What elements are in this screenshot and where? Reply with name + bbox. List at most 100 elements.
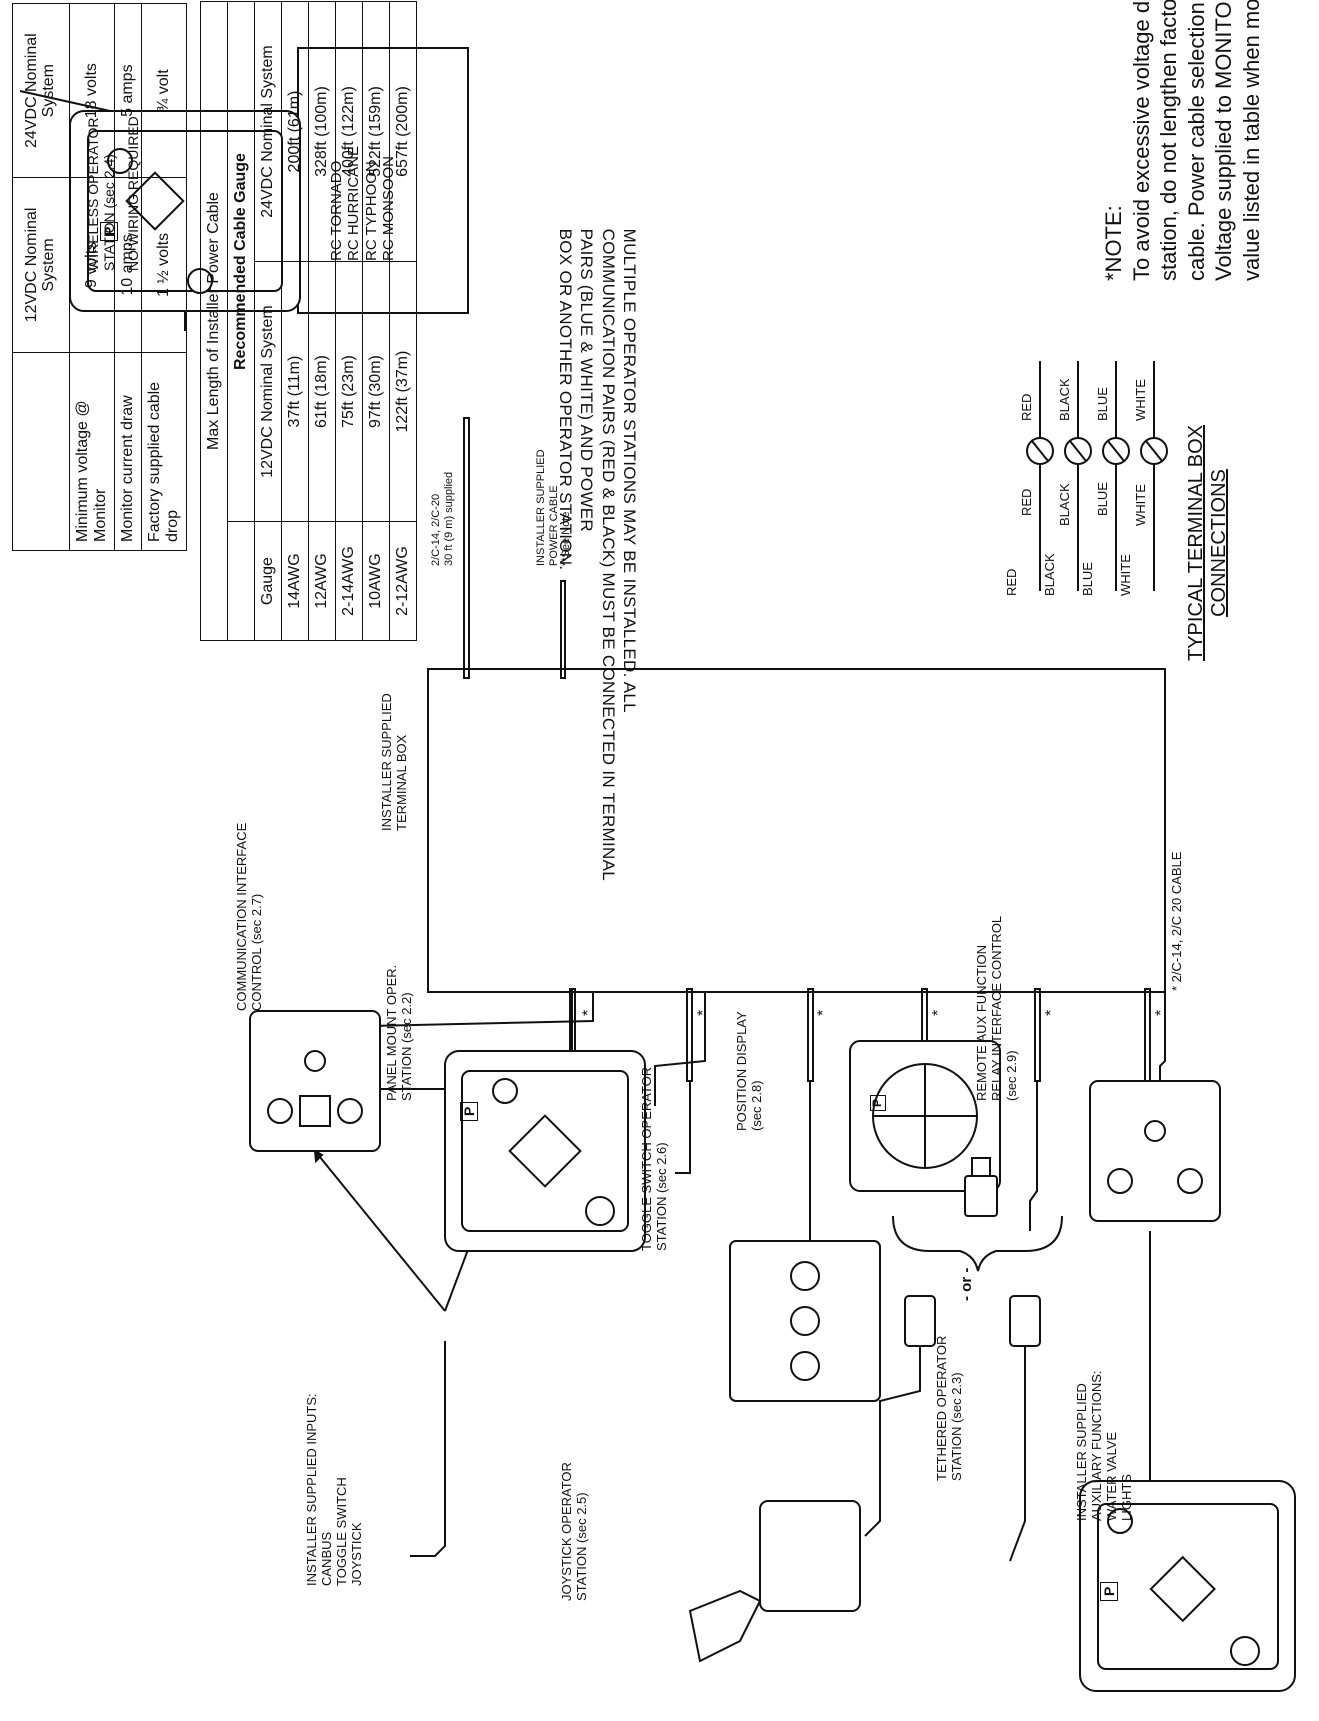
terminal-conn-left-black: BLACK: [1042, 553, 1057, 596]
asterisk-mark: *: [1043, 1009, 1060, 1016]
label-line: PANEL MOUNT OPER.: [384, 964, 399, 1101]
label-line: POSITION DISPLAY: [734, 1011, 749, 1131]
label-line: RELAY INTERFACE CONTROL: [988, 915, 1004, 1101]
terminal-conn-mid-blue: BLUE: [1095, 482, 1110, 516]
device-p-badge: P: [870, 1094, 886, 1111]
cable-cell: 97ft (30m): [362, 261, 390, 522]
terminal-conn-mid-black: BLACK: [1057, 483, 1072, 526]
label-line: STATION (sec 2.2): [398, 992, 414, 1101]
voltage-row-label: Factory supplied cable drop: [141, 352, 187, 551]
note-block: *NOTE: To avoid excessive voltage drop a…: [1100, 0, 1265, 281]
label-line: TOGGLE SWITCH: [333, 1477, 349, 1586]
cable-label-line: 30 ft (9 m) supplied: [442, 471, 455, 566]
note-line: cable. Power cable selection is critical…: [1183, 0, 1209, 281]
remote-aux-device: [1089, 1080, 1221, 1222]
cable-cell: 200ft (61m): [281, 1, 309, 262]
cable-header-24v: 24VDC Nominal System: [254, 1, 282, 262]
cable-cell: 37ft (11m): [281, 261, 309, 522]
remote-aux-label: REMOTE AUX FUNCTION RELAY INTERFACE CONT…: [974, 915, 1020, 1101]
device-p-badge: P: [100, 221, 119, 241]
label-line: JOYSTICK: [348, 1522, 364, 1586]
voltage-cell: 1 ½ volts: [141, 177, 187, 353]
terminal-conn-right-blue: BLUE: [1095, 387, 1110, 421]
cable-cell: 2-12AWG: [389, 521, 417, 641]
terminal-conn-right-white: WHITE: [1133, 379, 1148, 421]
voltage-cell: ¾ volt: [141, 3, 187, 178]
panel-mount-label: PANEL MOUNT OPER. STATION (sec 2.2): [384, 964, 415, 1101]
comm-interface-device: [249, 1010, 381, 1152]
wireless-station-device: [19, 90, 301, 331]
label-line: STATION (sec 2.5): [573, 1492, 589, 1601]
cable-header-gauge: Gauge: [254, 521, 282, 641]
cable-cell: 400ft (122m): [335, 1, 363, 262]
title-line: CONNECTIONS: [1208, 469, 1230, 617]
cable-cell: 122ft (37m): [389, 261, 417, 522]
terminal-label-line: INSTALLER SUPPLIED: [379, 693, 394, 831]
connector-plug: [964, 1157, 998, 1217]
label-line: COMMUNICATION INTERFACE: [234, 822, 249, 1011]
cable-label-line: INSTALLER SUPPLIED: [535, 449, 547, 566]
label-line: TETHERED OPERATOR: [934, 1335, 949, 1481]
voltage-table: 12VDC Nominal System 24VDC Nominal Syste…: [12, 3, 187, 551]
label-line: STATION (sec 2.3): [948, 1372, 964, 1481]
cable-table: Max Length of Installer Power Cable Reco…: [200, 1, 417, 641]
label-line: STATION (sec 2.4): [101, 154, 118, 271]
tethered-label: TETHERED OPERATOR STATION (sec 2.3): [934, 1335, 965, 1481]
label-line: JOYSTICK OPERATOR: [559, 1462, 574, 1601]
cable-table-subtitle: Recommended Cable Gauge: [227, 1, 255, 522]
cable-cell: 657ft (200m): [389, 1, 417, 262]
terminal-conn-right-red: RED: [1019, 393, 1034, 421]
cable-blank: [227, 521, 255, 641]
label-line: (sec 2.8): [748, 1080, 764, 1131]
terminal-warning: MULTIPLE OPERATOR STATIONS MAY BE INSTAL…: [555, 229, 640, 881]
terminal-conn-mid-white: WHITE: [1133, 484, 1148, 526]
wireless-station-label: WIRELESS OPERATOR STATION (sec 2.4) NO W…: [85, 116, 141, 271]
voltage-header-12v: 12VDC Nominal System: [12, 177, 70, 353]
warning-line: BOX OR ANOTHER OPERATOR STATION.: [556, 228, 576, 571]
installer-inputs-label: INSTALLER SUPPLIED INPUTS: CANBUS TOGGLE…: [304, 1393, 365, 1586]
cable-cell: 10AWG: [362, 521, 390, 641]
comm-interface-label: COMMUNICATION INTERFACE CONTROL (sec 2.7…: [234, 822, 265, 1011]
terminal-conn-left-white: WHITE: [1118, 554, 1133, 596]
label-line: AUXILIARY FUNCTIONS:: [1088, 1370, 1104, 1522]
cable-cell: 2-14AWG: [335, 521, 363, 641]
note-title: *NOTE:: [1101, 205, 1126, 281]
terminal-screws: [1026, 361, 1168, 591]
label-line: REMOTE AUX FUNCTION: [974, 944, 989, 1101]
label-line: (sec 2.9): [1003, 1050, 1019, 1101]
asterisk-mark: *: [815, 1009, 832, 1016]
warning-line: MULTIPLE OPERATOR STATIONS MAY BE INSTAL…: [620, 228, 639, 713]
monitor-cable: [463, 417, 470, 679]
label-line: INSTALLER SUPPLIED: [1074, 1383, 1089, 1521]
cable-cell: 14AWG: [281, 521, 309, 641]
cable-header-12v: 12VDC Nominal System: [254, 261, 282, 522]
label-line: CANBUS: [318, 1531, 334, 1586]
note-line: To avoid excessive voltage drop at monit…: [1128, 0, 1154, 281]
terminal-conn-mid-red: RED: [1019, 488, 1034, 516]
cable-table-title: Max Length of Installer Power Cable: [200, 1, 228, 641]
joystick-connector: [904, 1295, 936, 1347]
power-cable: [560, 580, 566, 679]
warning-line: COMMUNICATION PAIRS (RED & BLACK) MUST B…: [598, 228, 618, 881]
toggle-switch-label: TOGGLE SWITCH OPERATOR STATION (sec 2.6): [639, 1067, 670, 1251]
label-line: WIRELESS OPERATOR: [85, 117, 101, 271]
joystick-label: JOYSTICK OPERATOR STATION (sec 2.5): [559, 1462, 590, 1601]
device-p-badge: P: [1100, 1581, 1119, 1601]
voltage-header-blank: [12, 352, 70, 551]
label-line: INSTALLER SUPPLIED INPUTS:: [304, 1393, 319, 1586]
supplied-cable-label: 2/C-14, 2/C-20 30 ft (9 m) supplied: [430, 472, 455, 566]
cable-cell: 75ft (23m): [335, 261, 363, 522]
cable-cell: 61ft (18m): [308, 261, 336, 522]
label-line: CONTROL (sec 2.7): [248, 893, 264, 1011]
voltage-row-label: Minimum voltage @ Monitor: [69, 352, 115, 551]
terminal-box-label: INSTALLER SUPPLIED TERMINAL BOX: [379, 693, 410, 831]
label-line: STATION (sec 2.6): [653, 1142, 669, 1251]
joystick-device: [688, 1500, 861, 1663]
asterisk-mark: *: [1153, 1009, 1170, 1016]
voltage-row-label: Monitor current draw: [114, 352, 142, 551]
position-display-device: [849, 1040, 1001, 1192]
cable-footnote: * 2/C-14, 2/C 20 CABLE: [1169, 851, 1184, 991]
cable-cell: 328ft (100m): [308, 1, 336, 262]
terminal-conn-left-red: RED: [1004, 568, 1019, 596]
